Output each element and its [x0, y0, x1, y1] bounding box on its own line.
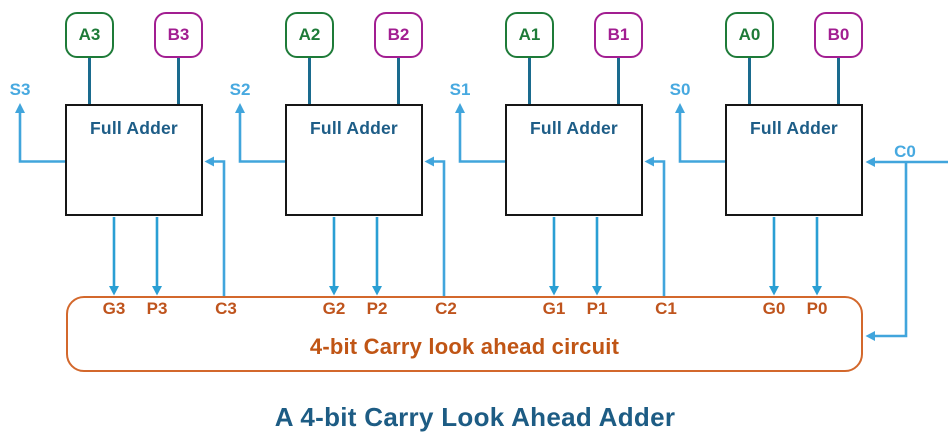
input-a2-label: A2	[298, 25, 321, 44]
input-b3-label: B3	[167, 25, 190, 44]
input-b1-box: B1	[594, 12, 643, 58]
input-b2-label: B2	[387, 25, 410, 44]
input-b2-box: B2	[374, 12, 423, 58]
adder-stage-bit2: A2 B2 Full Adder S2 G2 P2 C2	[230, 0, 505, 439]
input-a2-box: A2	[285, 12, 334, 58]
sum-s1-label: S1	[449, 80, 471, 99]
adder-stage-bit0: A0 B0 Full Adder S0 G0 P0	[670, 0, 945, 439]
carry-lookahead-box: 4-bit Carry look ahead circuit	[66, 296, 863, 372]
input-b3-box: B3	[154, 12, 203, 58]
generate-g1-label: G1	[542, 299, 566, 318]
input-a3-box: A3	[65, 12, 114, 58]
input-b0-box: B0	[814, 12, 863, 58]
input-a0-box: A0	[725, 12, 774, 58]
sum-s2-label: S2	[229, 80, 251, 99]
propagate-p0-label: P0	[806, 299, 828, 318]
input-a1-box: A1	[505, 12, 554, 58]
adder-stage-bit3: A3 B3 Full Adder S3 G3 P3 C3	[10, 0, 285, 439]
full-adder-0-box: Full Adder	[725, 104, 863, 216]
input-b0-label: B0	[827, 25, 850, 44]
sum-s3-label: S3	[9, 80, 31, 99]
generate-g3-label: G3	[102, 299, 126, 318]
full-adder-3-label: Full Adder	[90, 118, 178, 138]
input-a3-label: A3	[78, 25, 101, 44]
input-a1-label: A1	[518, 25, 541, 44]
carry-lookahead-label: 4-bit Carry look ahead circuit	[309, 334, 620, 359]
full-adder-2-label: Full Adder	[310, 118, 398, 138]
full-adder-1-box: Full Adder	[505, 104, 643, 216]
full-adder-3-box: Full Adder	[65, 104, 203, 216]
propagate-p2-label: P2	[366, 299, 388, 318]
full-adder-1-label: Full Adder	[530, 118, 618, 138]
input-a0-label: A0	[738, 25, 761, 44]
adder-stage-bit1: A1 B1 Full Adder S1 G1 P1 C1	[450, 0, 725, 439]
propagate-p1-label: P1	[586, 299, 608, 318]
diagram-title: A 4-bit Carry Look Ahead Adder	[274, 402, 676, 432]
sum-s0-label: S0	[669, 80, 691, 99]
carry-c1-label: C1	[655, 299, 677, 318]
full-adder-2-box: Full Adder	[285, 104, 423, 216]
generate-g0-label: G0	[762, 299, 786, 318]
input-b1-label: B1	[607, 25, 630, 44]
carry-c3-label: C3	[215, 299, 237, 318]
full-adder-0-label: Full Adder	[750, 118, 838, 138]
propagate-p3-label: P3	[146, 299, 168, 318]
carry-in-c0-label: C0	[894, 142, 916, 161]
generate-g2-label: G2	[322, 299, 346, 318]
carry-c2-label: C2	[435, 299, 457, 318]
